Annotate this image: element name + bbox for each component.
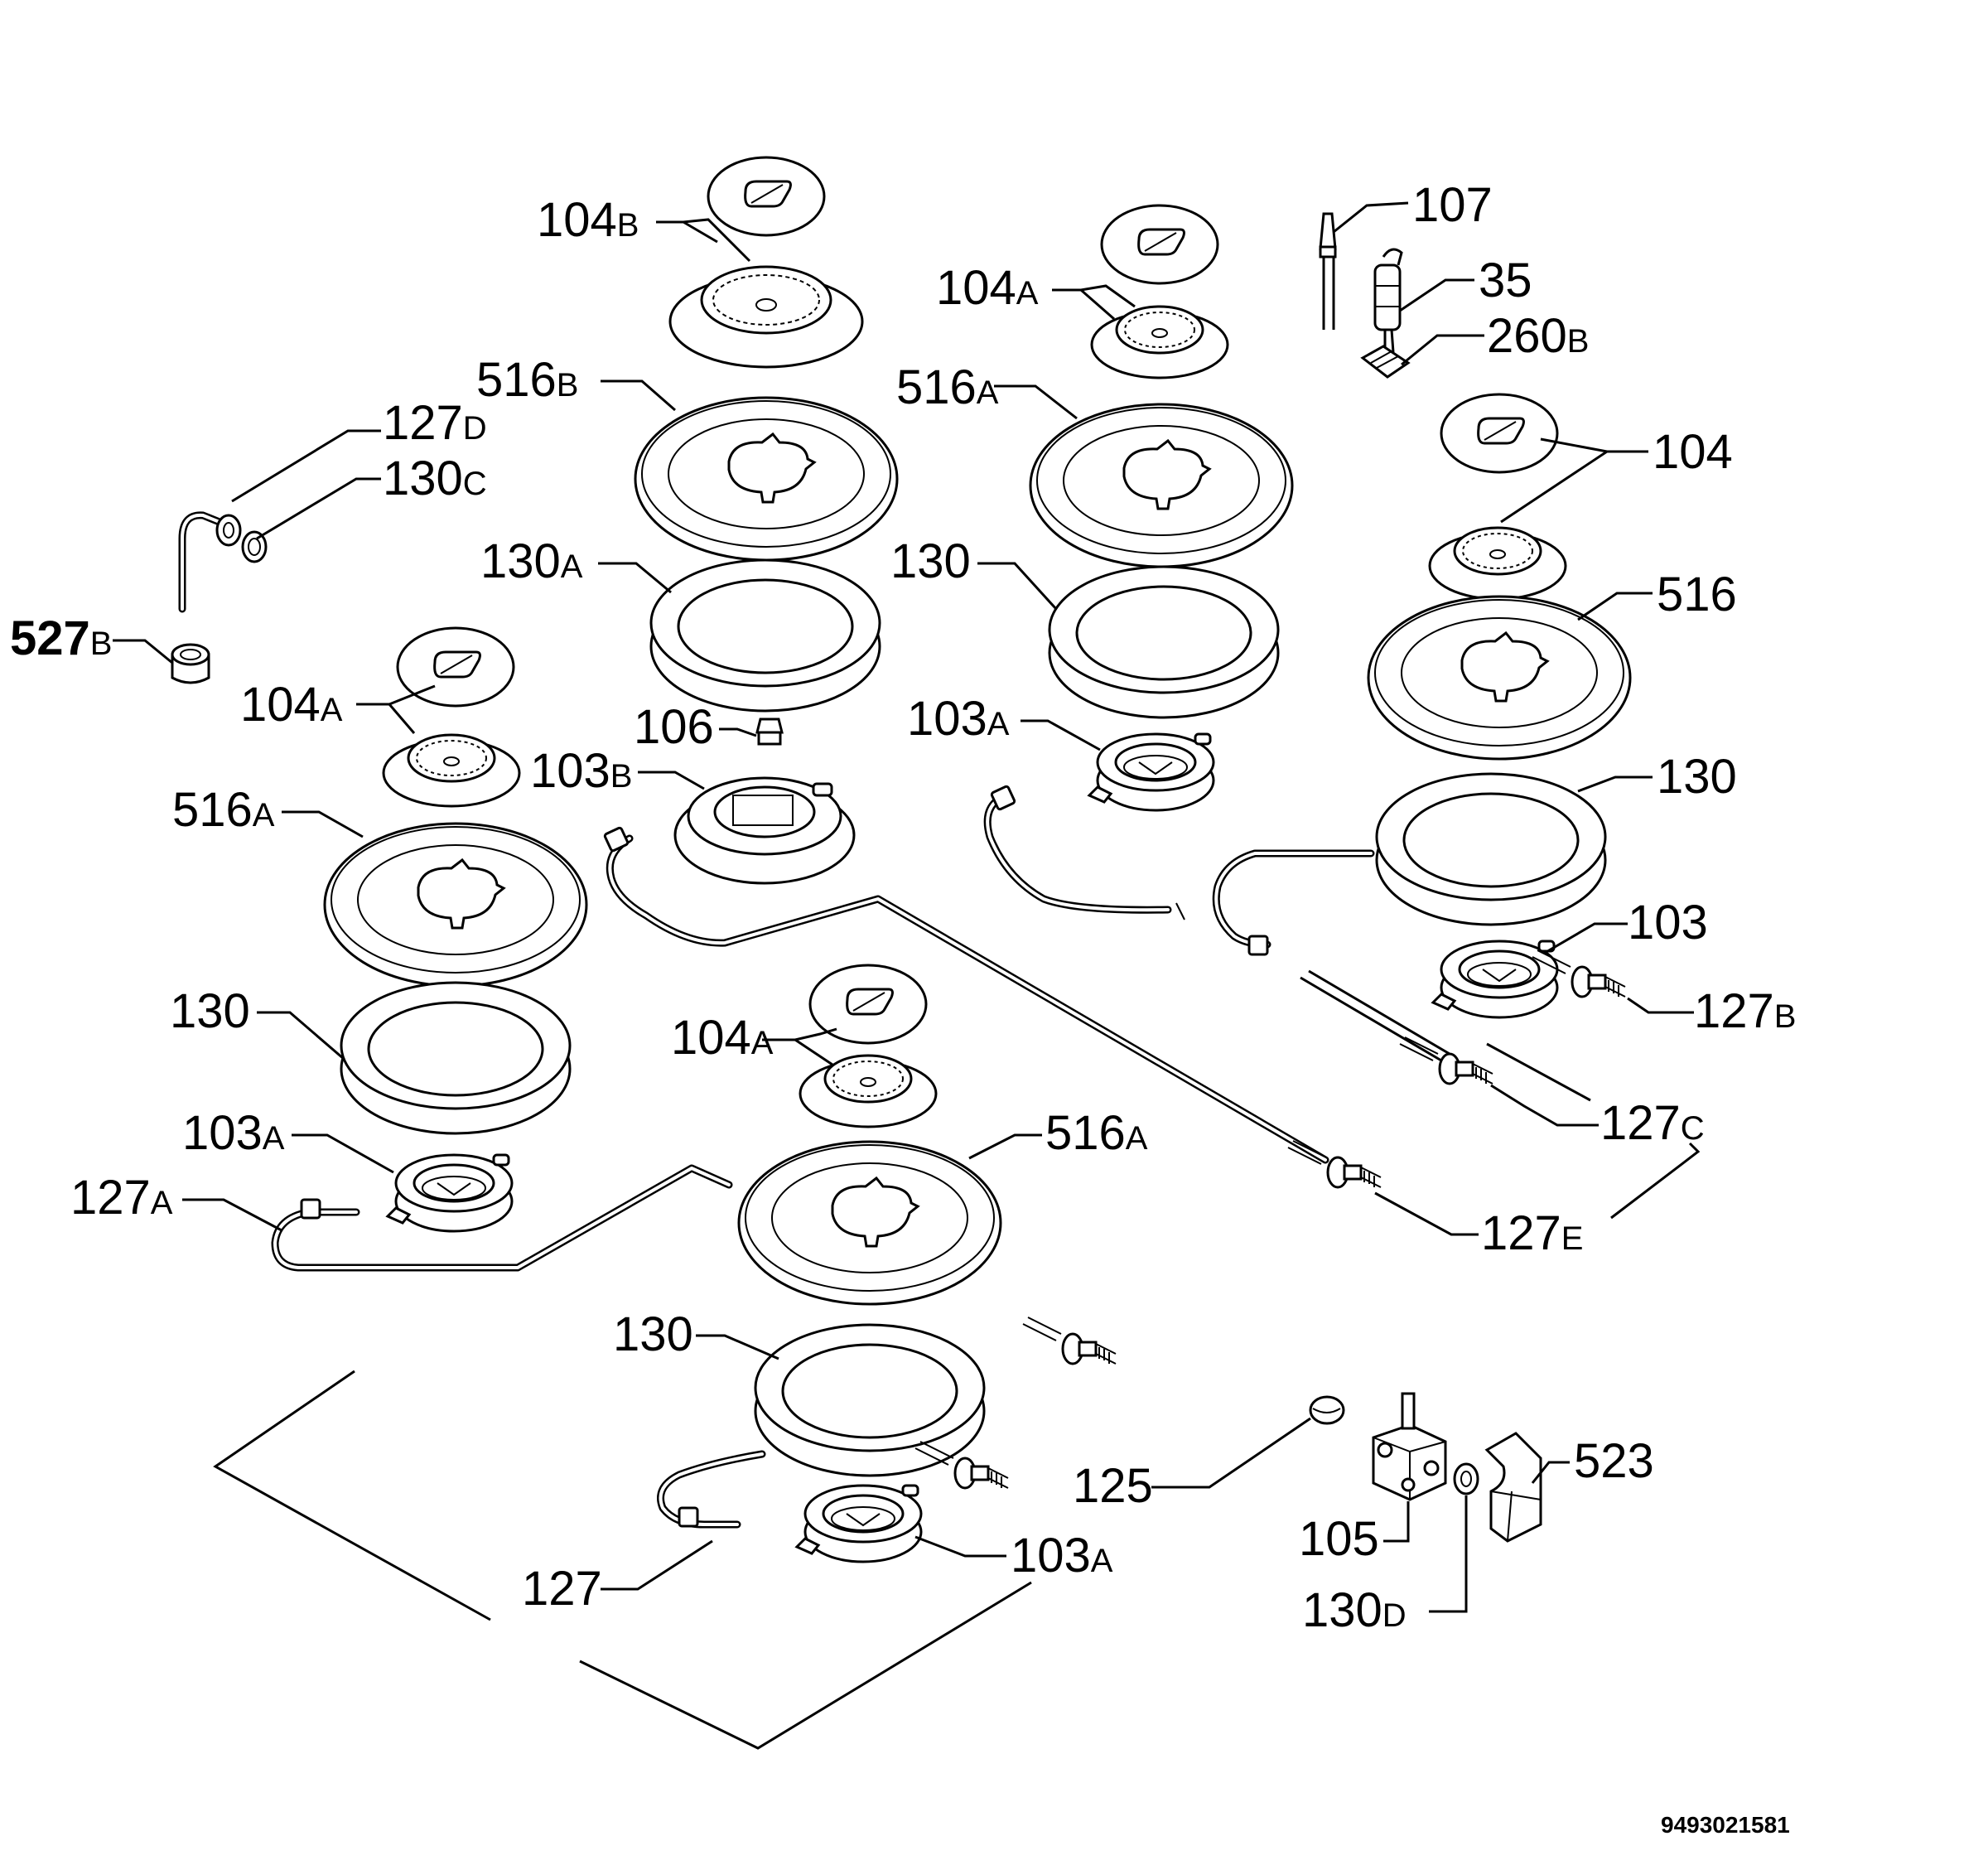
burner-crown-104a-bottom <box>799 1054 938 1128</box>
leader-lines <box>113 201 1694 1613</box>
burner-group-b <box>634 156 899 885</box>
label-130c: 130C <box>383 452 487 505</box>
burner-base-103a-bottom <box>795 1484 923 1563</box>
elbow-pipe-127d <box>178 511 242 613</box>
label-523: 523 <box>1574 1434 1654 1488</box>
label-106: 106 <box>634 700 714 754</box>
label-104a-left: 104A <box>240 678 343 732</box>
spill-plate-516 <box>1367 595 1632 761</box>
burner-base-103a-left <box>386 1153 514 1233</box>
label-103a-top: 103A <box>907 692 1010 746</box>
label-103: 103 <box>1628 896 1708 949</box>
injector-106 <box>755 717 784 746</box>
spill-plate-516a-left <box>323 822 588 988</box>
seal-ring-130-top <box>1048 565 1280 719</box>
label-516a-left: 516A <box>172 783 275 837</box>
label-130-right: 130 <box>1657 750 1737 804</box>
seal-ring-130a <box>649 558 881 713</box>
bracket-523 <box>1484 1432 1542 1543</box>
label-516a-top: 516A <box>896 360 999 414</box>
burner-crown-104a-left <box>382 733 521 808</box>
label-127e: 127E <box>1481 1206 1583 1260</box>
pipe-fittings <box>300 785 1269 1528</box>
part-labels: 104B 104A 107 35 260B 516B 516A 127D 130… <box>10 178 1796 1838</box>
label-104: 104 <box>1653 425 1733 479</box>
burner-crown-104b <box>668 265 864 369</box>
burner-group-a-top <box>1029 204 1294 812</box>
label-127b: 127B <box>1694 984 1796 1038</box>
spill-plate-516a-top <box>1029 403 1294 568</box>
seal-ring-130-bottom <box>754 1323 986 1477</box>
burner-group-right <box>1367 393 1632 1019</box>
seal-ring-130-right <box>1375 772 1607 926</box>
thermocouple-107 <box>1319 212 1337 330</box>
label-127c: 127C <box>1600 1096 1705 1150</box>
label-105: 105 <box>1299 1512 1379 1566</box>
jet-center <box>1021 1316 1117 1365</box>
burner-base-103 <box>1431 940 1559 1019</box>
clip-260b <box>1360 345 1411 379</box>
burner-cap-104a-top <box>1100 204 1219 285</box>
burner-base-103a-top <box>1088 732 1215 812</box>
label-130-top: 130 <box>890 534 971 588</box>
seal-ring-130-left <box>340 981 572 1135</box>
label-103b: 103B <box>530 744 632 798</box>
burner-cap-104 <box>1440 393 1559 474</box>
spill-plate-516a-bottom <box>737 1140 1002 1306</box>
label-104a-top: 104A <box>936 261 1039 315</box>
label-125: 125 <box>1073 1459 1153 1513</box>
label-260b: 260B <box>1487 309 1589 363</box>
label-130d: 130D <box>1302 1583 1407 1637</box>
electrode-35 <box>1373 248 1403 353</box>
label-527b: 527B <box>10 611 112 665</box>
label-516: 516 <box>1657 568 1737 621</box>
label-127: 127 <box>522 1562 602 1616</box>
assembly-brackets <box>213 1142 1701 1750</box>
label-35: 35 <box>1479 254 1532 307</box>
burner-group-left <box>323 626 588 1233</box>
label-103a-bottom: 103A <box>1011 1529 1113 1582</box>
spill-plate-516b <box>634 396 899 562</box>
knob-125 <box>1309 1395 1345 1425</box>
label-516a-bottom: 516A <box>1045 1106 1148 1160</box>
nut-527b <box>171 643 210 684</box>
label-130-left: 130 <box>170 984 250 1038</box>
label-127d: 127D <box>383 396 487 450</box>
burner-base-103b <box>673 776 856 885</box>
burner-cap-104b <box>707 156 826 237</box>
label-127a: 127A <box>70 1171 173 1225</box>
label-107: 107 <box>1412 178 1493 232</box>
label-516b: 516B <box>476 353 578 407</box>
washer-130c <box>241 530 268 563</box>
label-130a: 130A <box>480 534 583 588</box>
gas-tap-105 <box>1372 1392 1447 1501</box>
label-104a-bottom: 104A <box>671 1011 774 1065</box>
label-104b: 104B <box>537 193 639 247</box>
washer-130d <box>1453 1462 1479 1495</box>
drawing-code: 9493021581 <box>1661 1812 1790 1838</box>
label-103a-left: 103A <box>182 1106 285 1160</box>
label-130-bottom: 130 <box>613 1307 693 1361</box>
burner-crown-104 <box>1428 526 1567 601</box>
